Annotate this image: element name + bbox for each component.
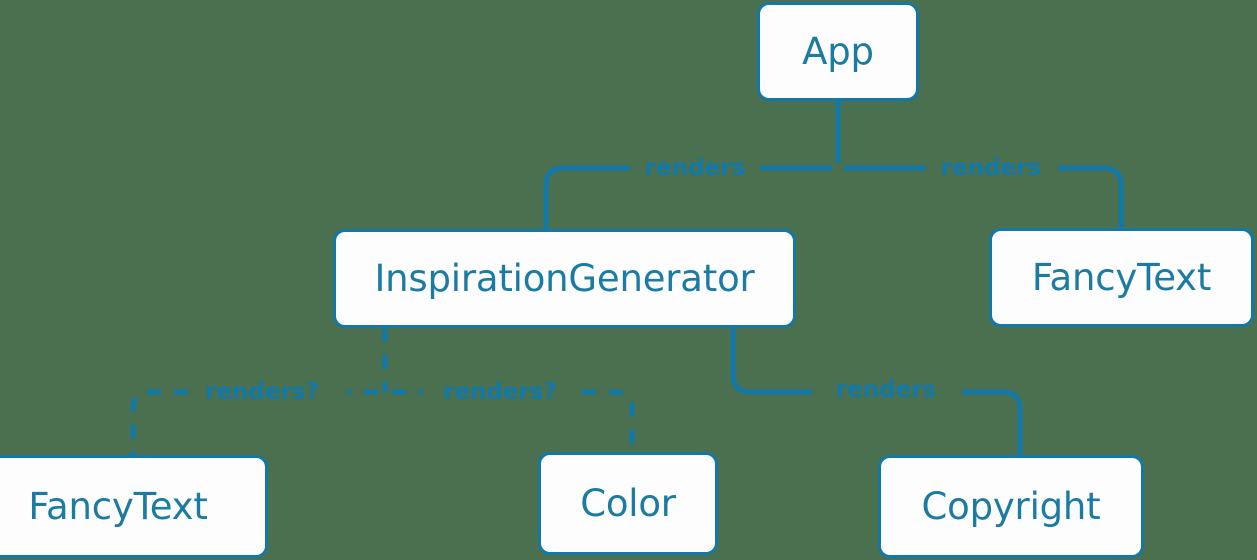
node-fancytext-right-label: FancyText bbox=[1031, 256, 1212, 299]
node-fancytext-bottom-label: FancyText bbox=[28, 485, 208, 528]
node-color-label: Color bbox=[580, 482, 676, 525]
node-copyright-label: Copyright bbox=[921, 485, 1101, 528]
edge-inspiration-to-fancytext-bottom bbox=[130, 389, 378, 455]
node-app[interactable]: App bbox=[757, 2, 919, 101]
edge-label-inspiration-to-copyright: renders bbox=[835, 377, 937, 403]
edge-app-to-inspiration bbox=[543, 165, 832, 229]
node-inspiration-generator-label: InspirationGenerator bbox=[374, 257, 755, 300]
edge-app-to-fancytext-right bbox=[844, 165, 1124, 228]
node-copyright[interactable]: Copyright bbox=[878, 455, 1144, 558]
edge-inspiration-to-color bbox=[392, 389, 635, 452]
edge-label-inspiration-to-color: renders? bbox=[443, 379, 557, 405]
node-inspiration-generator[interactable]: InspirationGenerator bbox=[333, 229, 796, 328]
edge-label-inspiration-to-fancytext-bottom: renders? bbox=[205, 379, 319, 405]
node-fancytext-bottom[interactable]: FancyText bbox=[0, 455, 268, 558]
node-color[interactable]: Color bbox=[538, 452, 718, 555]
node-app-label: App bbox=[802, 30, 874, 73]
node-fancytext-right[interactable]: FancyText bbox=[989, 228, 1254, 327]
edge-label-app-to-fancytext-right: renders bbox=[940, 155, 1042, 181]
edge-inspiration-to-copyright bbox=[730, 328, 1023, 455]
edge-label-app-to-inspiration: renders bbox=[644, 155, 746, 181]
